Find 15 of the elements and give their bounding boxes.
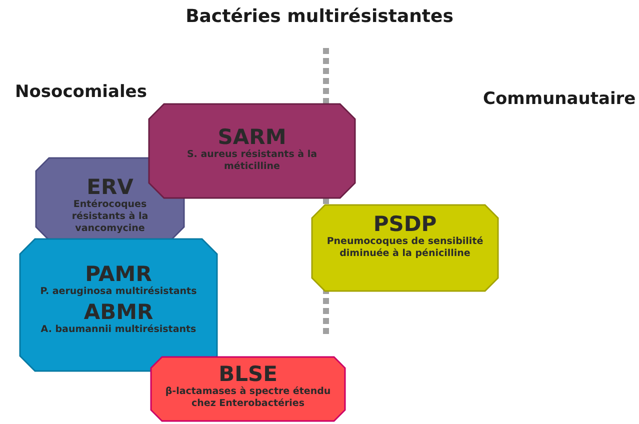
diagram-title: Bactéries multirésistantes <box>184 6 454 27</box>
section-heading: Nosocomiales <box>15 82 147 102</box>
category-code: PSDP <box>373 212 437 236</box>
category-description: Pneumocoques de sensibilité diminuée à la pénicilline <box>326 236 484 260</box>
category-description: Entérocoques résistants à la vancomycine <box>70 199 150 235</box>
category-description: A. baumannii multirésistants <box>40 324 196 336</box>
category-code: PAMR <box>85 262 152 286</box>
section-heading: Communautaire <box>483 89 636 109</box>
category-description: S. aureus résistants à la méticilline <box>186 149 318 173</box>
category-code: ABMR <box>84 300 154 324</box>
category-code: BLSE <box>218 362 278 386</box>
category-description: β-lactamases à spectre étendu chez Enterobactéries <box>165 386 331 410</box>
category-description: P. aeruginosa multirésistants <box>40 286 197 298</box>
category-code: ERV <box>86 175 134 199</box>
category-code: SARM <box>218 125 286 149</box>
